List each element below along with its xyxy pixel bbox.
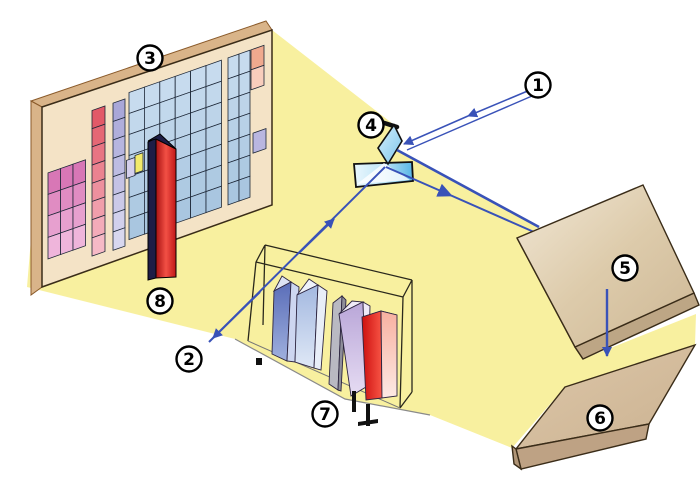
prism-red-left (361, 310, 383, 401)
spectrum-bar-cap (147, 133, 177, 150)
spectrum-bar-side (147, 137, 157, 281)
label-8: 8 (146, 287, 174, 315)
reflected-ray-lower (385, 166, 453, 197)
sample-ray-arrow-down (212, 291, 261, 339)
board-cell-blue-grid-right (227, 53, 240, 80)
label-7-text: 7 (319, 405, 331, 425)
label-3-text: 3 (144, 49, 156, 69)
label-3: 3 (136, 44, 164, 72)
beam-wedge (357, 163, 410, 184)
board-cell-pink-block (60, 228, 74, 256)
label-1-text: 1 (532, 76, 544, 96)
filter-prisms (271, 275, 398, 401)
reflected-ray-upper (396, 148, 540, 229)
filter-box-feet (256, 358, 378, 426)
beamsplitter (353, 118, 414, 188)
periodic-table-cells (47, 44, 267, 260)
board-cell-red-column (91, 232, 106, 257)
light-beam-lower-edge (234, 338, 431, 416)
label-5-text: 5 (619, 259, 631, 279)
label-4: 4 (357, 111, 385, 139)
board-cell-blue-grid-right (227, 95, 240, 122)
board-cell-blue-grid-main (205, 185, 222, 214)
spectrum-bar (147, 133, 177, 281)
reflected-ray-lower2 (449, 194, 535, 233)
board-cell-blue-grid-right (227, 179, 240, 206)
board-cell-blue-grid-right (238, 112, 251, 139)
detector-face (516, 184, 695, 348)
board-cell-pink-block (47, 232, 61, 260)
label-6-text: 6 (594, 409, 606, 429)
prism-red-right (380, 310, 398, 399)
foot-base (358, 419, 378, 426)
foot-left (352, 391, 356, 412)
processor-left (511, 444, 523, 471)
label-2-text: 2 (183, 350, 195, 370)
label-8-text: 8 (154, 292, 166, 312)
filter-box-wireframe (247, 244, 413, 409)
board-cell-blue-grid-right (238, 49, 251, 76)
board-cell-blue-grid-right (227, 158, 240, 185)
sample-ray-arrow-up (299, 218, 335, 253)
prism-lightblue-right (313, 284, 328, 371)
board-cell-blue-grid-right (227, 137, 240, 164)
board-cell-salmon-cells (250, 64, 265, 91)
incident-ray-b (406, 95, 533, 151)
board-cell-blue-grid-right (238, 133, 251, 160)
label-2: 2 (175, 345, 203, 373)
processor-box (511, 343, 697, 471)
foot-right (366, 404, 370, 426)
label-6: 6 (586, 404, 614, 432)
light-rays (208, 89, 540, 343)
number-labels: 1 2 3 4 5 6 7 8 (136, 44, 639, 432)
incident-ray-a2 (403, 115, 469, 145)
foot-small (256, 358, 262, 365)
board-cell-blue-grid-right (227, 116, 240, 143)
board-cell-blue-grid-right (227, 74, 240, 101)
mirror-plate (377, 123, 403, 166)
board-cell-blue-grid-right (238, 70, 251, 97)
incident-ray-a (467, 89, 531, 118)
board-cell-blue-grid-right (238, 175, 251, 202)
board-cell-yellow-cell (134, 152, 144, 174)
board-frame-side (30, 100, 43, 296)
board-cell-pink-block (72, 223, 86, 251)
board-cell-violet-single (252, 128, 267, 154)
label-5: 5 (611, 254, 639, 282)
label-1: 1 (524, 71, 552, 99)
spectrum-bar-front (155, 137, 177, 279)
label-7: 7 (311, 400, 339, 428)
board-cell-blue-grid-right (238, 154, 251, 181)
board-cell-blue-grid-right (238, 91, 251, 118)
label-4-text: 4 (365, 116, 377, 136)
board-cell-lavender-cell (126, 156, 136, 179)
board-cell-violet-column (112, 227, 126, 251)
